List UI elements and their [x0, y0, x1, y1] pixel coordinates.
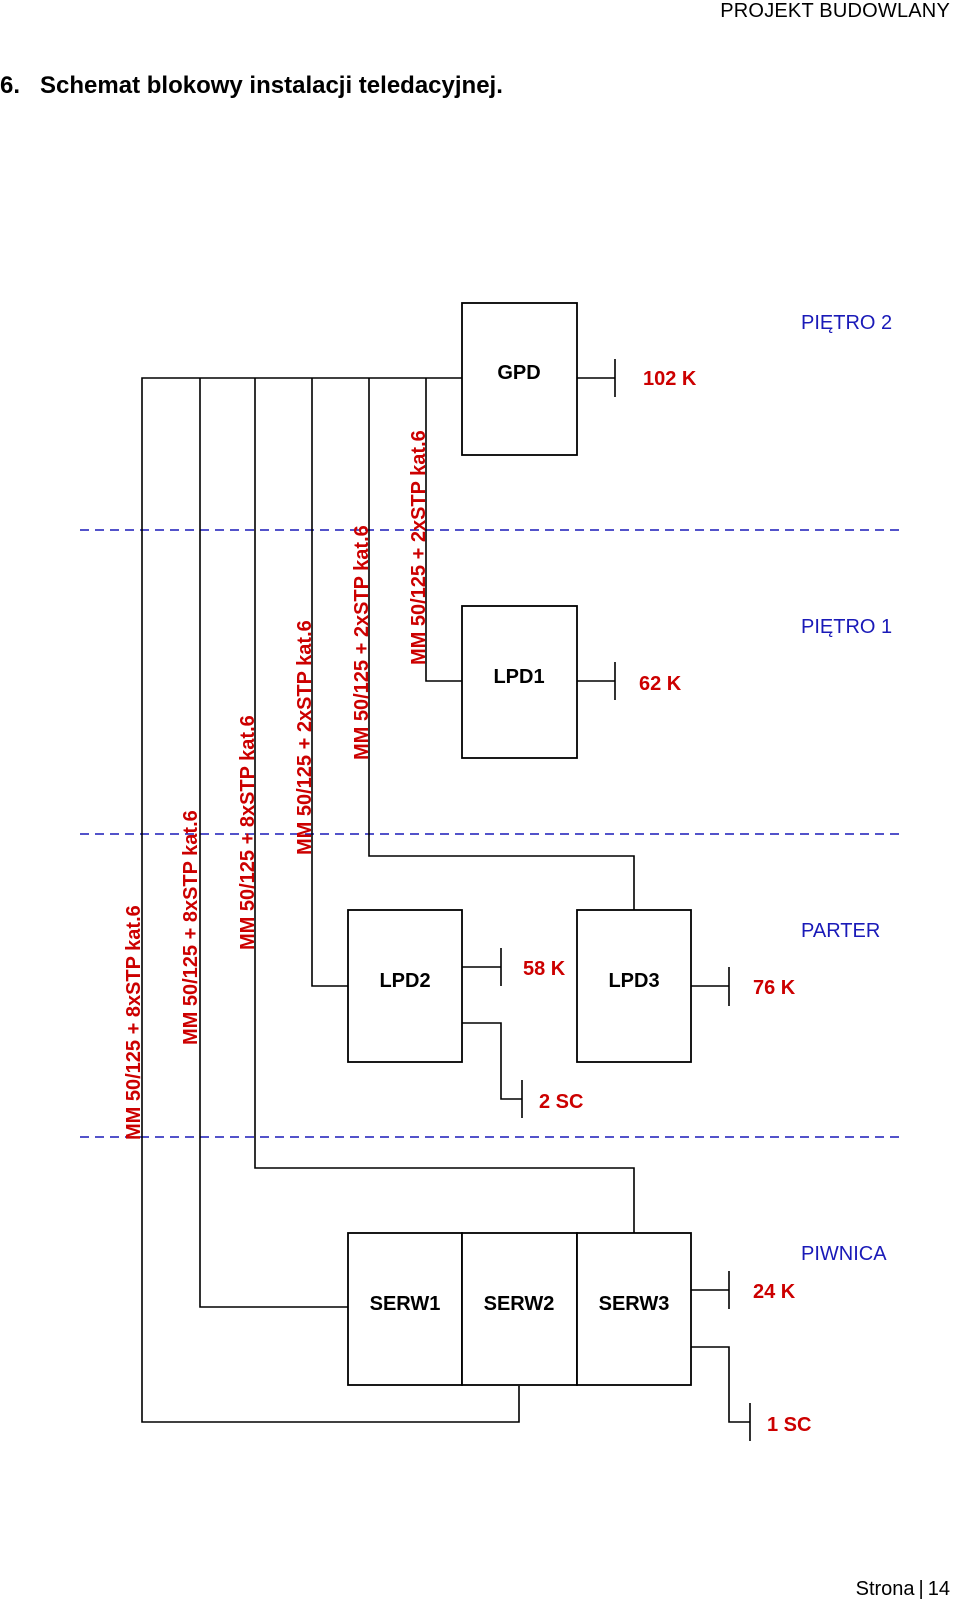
floor-label-pietro2: PIĘTRO 2: [801, 312, 892, 334]
count-lpd2-sc: 2 SC: [539, 1091, 583, 1113]
cable-label-6: MM 50/125 + 2xSTP kat.6: [408, 430, 430, 665]
box-lpd3: [576, 909, 692, 1063]
count-lpd1: 62 K: [639, 673, 682, 695]
outlet-symbol-lpd1: [577, 662, 616, 700]
box-serw1: [347, 1232, 463, 1386]
cable-label-1: MM 50/125 + 8xSTP kat.6: [123, 905, 145, 1140]
floor-label-piwnica: PIWNICA: [801, 1243, 887, 1265]
box-label-serw1: SERW1: [370, 1293, 441, 1315]
box-serw3: [576, 1232, 692, 1386]
cable-line-3: [254, 378, 635, 1233]
outlet-symbol-serw: [691, 1271, 730, 1309]
box-serw2: [461, 1232, 578, 1386]
cable-line-1: [141, 377, 520, 1423]
page-footer: Strona|14: [855, 1578, 950, 1600]
cable-label-5: MM 50/125 + 2xSTP kat.6: [351, 525, 373, 760]
floor-label-pietro1: PIĘTRO 1: [801, 616, 892, 638]
box-label-serw2: SERW2: [484, 1293, 555, 1315]
cable-line-2: [199, 378, 348, 1308]
box-lpd1: [461, 605, 578, 759]
outlet-symbol-serw-sc: [691, 1346, 751, 1441]
count-serw-sc: 1 SC: [767, 1414, 811, 1436]
cable-label-2: MM 50/125 + 8xSTP kat.6: [180, 810, 202, 1045]
count-serw: 24 K: [753, 1281, 796, 1303]
box-label-lpd1: LPD1: [493, 666, 544, 688]
section-number: 6.: [0, 72, 21, 99]
page-label: Strona: [855, 1578, 915, 1600]
cable-label-4: MM 50/125 + 2xSTP kat.6: [294, 620, 316, 855]
section-title-text: Schemat blokowy instalacji teledacyjnej.: [40, 72, 503, 99]
outlet-symbol-gpd: [577, 359, 616, 397]
outlet-symbol-lpd2: [462, 948, 502, 986]
box-label-serw3: SERW3: [599, 1293, 670, 1315]
count-gpd: 102 K: [643, 368, 697, 390]
box-gpd: [461, 302, 578, 456]
outlet-symbol-lpd3: [691, 967, 730, 1006]
box-label-gpd: GPD: [497, 362, 540, 384]
box-label-lpd3: LPD3: [608, 970, 659, 992]
cable-line-4: [311, 378, 348, 987]
cable-label-3: MM 50/125 + 8xSTP kat.6: [237, 715, 259, 950]
count-lpd2: 58 K: [523, 958, 566, 980]
outlet-symbol-lpd2-sc: [462, 1022, 523, 1118]
section-title: 6. Schemat blokowy instalacji teledacyjn…: [0, 72, 503, 100]
floor-label-parter: PARTER: [801, 920, 880, 942]
page-number: 14: [927, 1578, 950, 1600]
cable-line-6: [425, 378, 462, 682]
document-header: PROJEKT BUDOWLANY: [720, 0, 950, 22]
count-lpd3: 76 K: [753, 977, 796, 999]
box-label-lpd2: LPD2: [379, 970, 430, 992]
cable-line-5: [368, 378, 635, 910]
box-lpd2: [347, 909, 463, 1063]
